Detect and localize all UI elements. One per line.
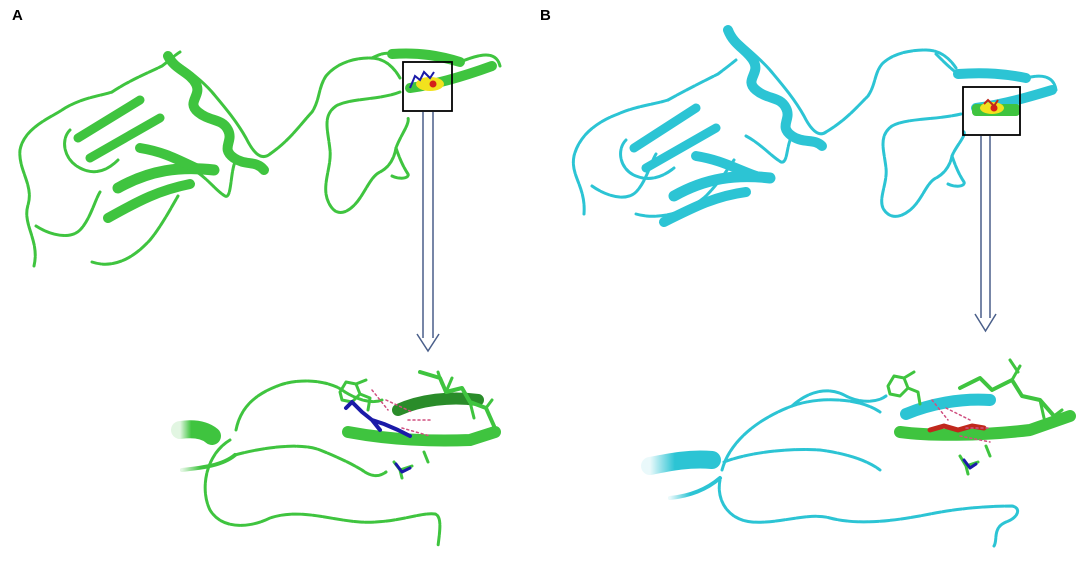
binding-site-a [409, 70, 444, 91]
panel-a [18, 48, 502, 548]
protein-a-overview [18, 48, 502, 268]
panel-b [571, 25, 1076, 548]
zoom-arrow-b [974, 136, 997, 333]
zoom-detail-a [171, 370, 501, 548]
zoom-detail-b [641, 358, 1076, 548]
binding-site-b [972, 98, 1020, 116]
zoom-box-b [962, 86, 1021, 136]
zoom-arrow-a [416, 112, 440, 353]
protein-b-overview [571, 25, 1058, 227]
panel-label-b: B [540, 7, 551, 24]
panel-label-a: A [12, 7, 23, 24]
zoom-box-a [402, 61, 453, 112]
